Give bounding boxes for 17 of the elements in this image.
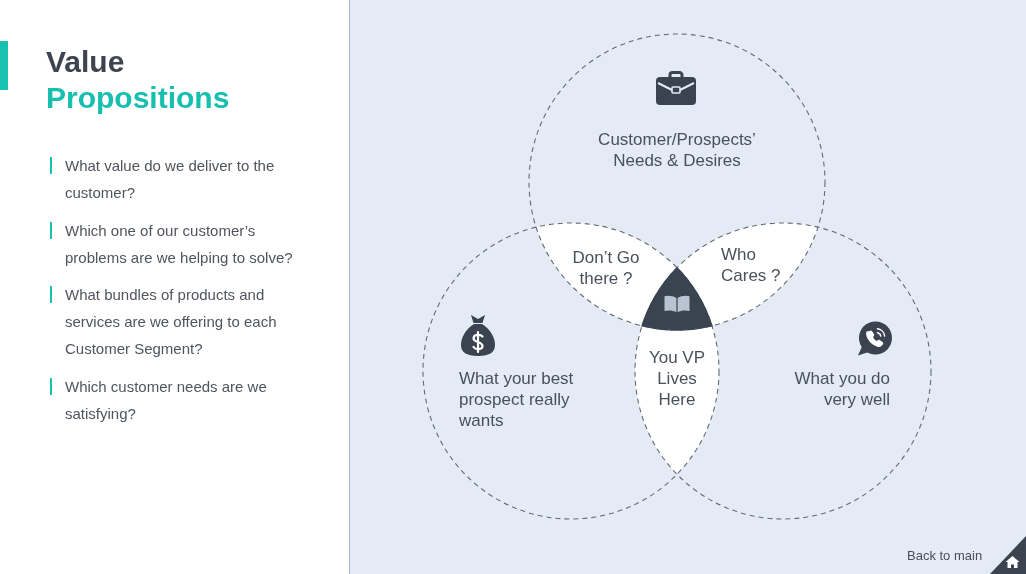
question-text: What bundles of products and services are we offering to each Customer Segment? <box>65 285 278 359</box>
circle-label: Customer/Prospects’ Needs & Desires <box>597 129 757 171</box>
question-text: Which one of our customer’s problems are we helping to solve? <box>65 221 294 268</box>
question-text: What value do we deliver to the customer? <box>65 156 276 203</box>
lens-region <box>634 324 720 476</box>
slide-title: Value Propositions <box>46 44 230 116</box>
question-text: Which customer needs are we satisfying? <box>65 377 268 424</box>
lens-label: You VP Lives Here <box>647 347 707 410</box>
dashed-circle <box>422 222 720 520</box>
back-link: Back to main <box>907 548 983 564</box>
circle-label: What your best prospect really wants <box>459 368 575 431</box>
lens-region <box>535 222 678 327</box>
center-region <box>641 266 713 331</box>
lens-label: Don’t Go there ? <box>571 247 641 289</box>
lens-region <box>676 222 819 327</box>
lens-label: Who Cares ? <box>721 244 782 286</box>
circle-label: What you do very well <box>793 368 890 410</box>
